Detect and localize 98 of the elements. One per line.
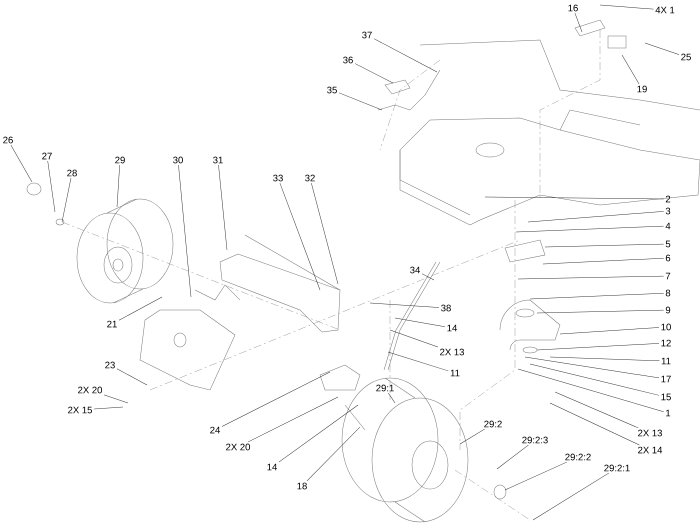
leader-line [516,226,664,232]
callout-number: 19 [637,86,647,92]
leader-line [116,164,120,208]
leader-line [530,292,664,300]
leader-line [116,368,148,386]
leader-line [354,63,394,84]
leader-line [536,310,664,314]
leader-line [422,273,434,280]
callout-number: 4 [666,222,670,230]
leader-line [370,302,440,308]
callout-number: 11 [450,370,460,376]
leader-line [496,444,529,470]
callout-number: 31 [213,156,223,164]
callout-number: 16 [568,4,578,12]
leader-line [280,182,320,290]
callout-number: 21 [107,320,117,328]
callout-number: 29:1 [376,384,394,392]
callout-number: 6 [666,254,670,262]
leader-line [94,406,124,410]
leader-line [460,428,485,444]
callout-number: 14 [447,324,457,332]
leader-line [47,160,56,212]
callout-number: 10 [661,324,671,330]
leader-line [644,42,680,55]
leader-line [544,244,664,248]
leader-line [484,196,664,200]
leader-line [248,396,338,442]
leader-line [10,144,32,182]
leader-line [550,356,660,362]
callout-number: 29:2 [484,420,502,428]
leader-line [560,327,660,334]
leader-line [622,54,640,84]
callout-number: 12 [661,340,671,346]
callout-number: 24 [210,426,220,434]
leader-line [218,164,228,250]
leader-line [600,4,654,10]
callout-number: 4X 1 [655,6,674,14]
callout-number: 3 [666,208,670,214]
leader-line [504,462,568,490]
callout-number: 34 [410,266,420,274]
callout-number: 23 [105,362,115,368]
leader-line [528,211,664,222]
leader-line [374,38,438,72]
callout-number: 2 [666,196,670,202]
callout-number: 29:2:3 [522,436,548,444]
leader-line [178,164,192,298]
callout-number: 7 [666,272,670,280]
leader-line [518,368,664,412]
leader-line [306,426,360,482]
callout-number: 29:2:2 [565,454,591,460]
callout-number: 27 [42,152,52,160]
callout-number: 18 [297,482,307,490]
leader-line [554,392,639,428]
callout-number: 32 [305,174,315,182]
leader-line [118,296,162,320]
callout-number: 29:2:1 [604,464,630,472]
callout-number: 5 [666,240,670,248]
callout-number: 30 [173,156,183,164]
leader-line [278,404,358,462]
leader-line [104,394,128,404]
leader-line [524,356,660,378]
leader-line [338,92,382,110]
callout-number: 9 [666,306,670,314]
leader-line [574,12,582,32]
leader-line [222,372,330,427]
leader-line [550,402,640,446]
callout-number: 2X 20 [78,386,102,394]
callout-number: 25 [681,54,691,60]
callout-number: 1 [666,410,670,416]
callout-number: 38 [441,304,451,312]
leader-line [530,364,660,396]
callout-number: 2X 15 [68,406,92,414]
callout-number: 2X 13 [440,348,464,356]
leader-line [518,276,664,280]
callout-number: 35 [327,86,337,94]
callout-number: 15 [661,394,671,400]
leader-line [388,392,396,404]
leader-line [536,343,660,350]
leader-line [388,352,449,372]
callout-number: 33 [273,174,283,182]
callout-number: 36 [343,56,353,64]
leader-line [62,178,72,222]
callout-number: 2X 20 [226,444,250,450]
callout-number: 14 [267,464,277,470]
callout-number: 8 [666,290,670,296]
callout-number: 29 [115,156,125,164]
leader-line [542,258,664,264]
leader-line [390,330,438,348]
callout-number: 17 [661,376,671,382]
leader-line [394,318,446,328]
leader-line [311,182,338,284]
callout-number: 28 [67,170,77,176]
callout-number: 2X 14 [638,446,662,454]
callout-number: 37 [362,32,372,38]
callout-number: 11 [662,358,670,364]
callout-number: 26 [3,136,13,144]
callout-number: 2X 13 [638,430,662,436]
leader-line [532,472,610,520]
